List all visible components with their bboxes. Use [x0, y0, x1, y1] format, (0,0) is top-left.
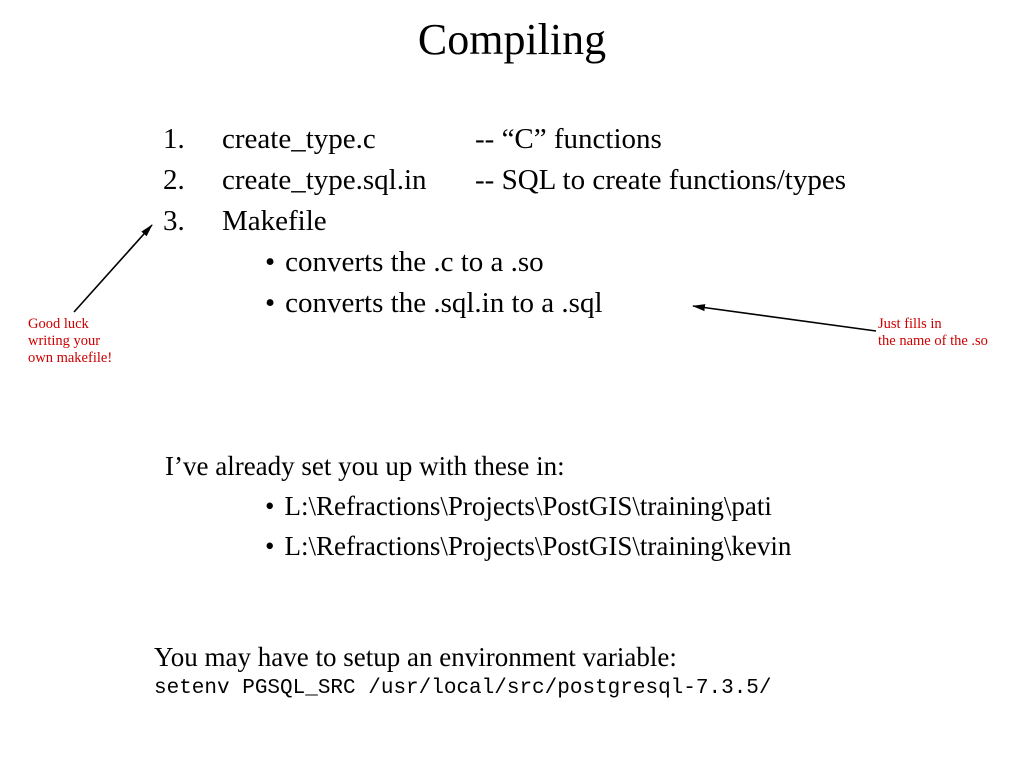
path-text: L:\Refractions\Projects\PostGIS\training…: [284, 531, 792, 561]
sub-bullet-text: converts the .sql.in to a .sql: [285, 287, 603, 319]
numbered-list: 1. create_type.c -- “C” functions 2. cre…: [163, 119, 846, 324]
annotation-line: the name of the .so: [878, 333, 988, 349]
setup-intro: I’ve already set you up with these in:: [165, 451, 565, 481]
annotation-line: Just fills in: [878, 316, 942, 332]
bullet-icon: •: [265, 287, 276, 319]
list-number: 3.: [163, 205, 185, 237]
sub-bullet-text: converts the .c to a .so: [285, 246, 544, 278]
setup-path-list: • L:\Refractions\Projects\PostGIS\traini…: [265, 486, 791, 566]
list-item-desc: -- “C” functions: [475, 123, 662, 155]
slide-title: Compiling: [417, 15, 607, 64]
annotation-line: own makefile!: [28, 350, 113, 366]
list-number: 2.: [163, 164, 185, 196]
arrow-to-makefile: [73, 224, 153, 313]
list-item-name: create_type.c: [222, 123, 376, 155]
sub-bullet-converts-c: • converts the .c to a .so: [265, 242, 846, 283]
sub-bullet-converts-sql: • converts the .sql.in to a .sql: [265, 283, 846, 324]
list-item-name: create_type.sql.in: [222, 164, 427, 196]
annotation-makefile-warning: Good luck writing your own makefile!: [28, 316, 112, 367]
env-block: You may have to setup an environment var…: [154, 640, 772, 704]
bullet-icon: •: [265, 491, 275, 521]
bullet-icon: •: [265, 531, 275, 561]
annotation-line: writing your: [28, 333, 101, 349]
list-item-1: 1. create_type.c -- “C” functions: [163, 119, 846, 160]
list-number: 1.: [163, 123, 185, 155]
setup-block: I’ve already set you up with these in: •…: [165, 446, 791, 566]
sub-bullet-list: • converts the .c to a .so • converts th…: [265, 242, 846, 324]
bullet-icon: •: [265, 246, 276, 278]
list-item-2: 2. create_type.sql.in -- SQL to create f…: [163, 160, 846, 201]
list-item-desc: -- SQL to create functions/types: [475, 164, 846, 196]
env-variable-note: You may have to setup an environment var…: [154, 642, 677, 672]
list-item-3: 3. Makefile: [163, 201, 846, 242]
annotation-sql-note: Just fills in the name of the .so: [878, 316, 988, 350]
list-item-name: Makefile: [222, 205, 327, 237]
setenv-command: setenv PGSQL_SRC /usr/local/src/postgres…: [154, 677, 772, 700]
annotation-line: Good luck: [28, 316, 89, 332]
path-item-kevin: • L:\Refractions\Projects\PostGIS\traini…: [265, 526, 791, 566]
path-item-pati: • L:\Refractions\Projects\PostGIS\traini…: [265, 486, 791, 526]
path-text: L:\Refractions\Projects\PostGIS\training…: [284, 491, 772, 521]
